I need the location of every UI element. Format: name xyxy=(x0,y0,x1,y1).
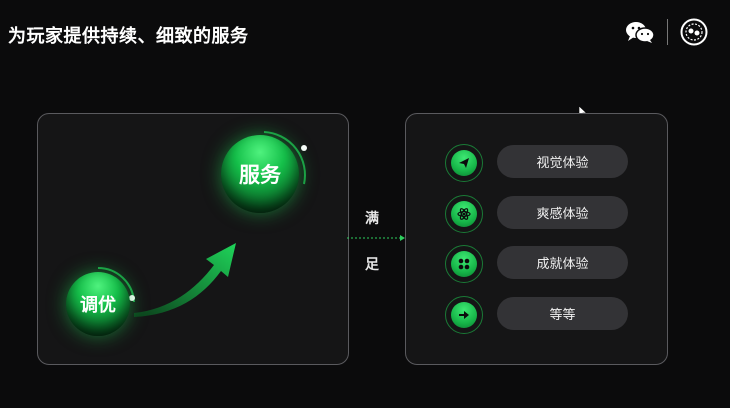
arrow-right-icon xyxy=(451,302,477,328)
connector-label-top: 满 xyxy=(365,211,379,227)
feature-row-achievement: 成就体验 xyxy=(445,245,630,283)
feature-row-visual: 视觉体验 xyxy=(445,144,630,182)
connector-label-bottom: 足 xyxy=(365,257,379,273)
wechat-icon xyxy=(625,20,655,44)
feature-pill-etc: 等等 xyxy=(497,297,628,330)
feature-row-thrill: 爽感体验 xyxy=(445,195,630,233)
feature-pill-visual: 视觉体验 xyxy=(497,145,628,178)
service-bubble: 服务 xyxy=(221,135,299,213)
dotted-connector xyxy=(347,235,405,241)
service-ring xyxy=(263,131,307,185)
logo-icon xyxy=(680,18,708,46)
top-icons xyxy=(625,18,708,46)
feature-pill-thrill: 爽感体验 xyxy=(497,196,628,229)
send-icon xyxy=(451,150,477,176)
feature-pill-achievement: 成就体验 xyxy=(497,246,628,279)
atom-icon xyxy=(451,201,477,227)
tune-ring xyxy=(97,266,135,303)
icon-divider xyxy=(667,19,668,45)
tune-bubble: 调优 xyxy=(66,272,130,336)
feature-row-etc: 等等 xyxy=(445,296,630,334)
grid-icon xyxy=(451,251,477,277)
growth-arrow xyxy=(134,243,236,317)
slide-title: 为玩家提供持续、细致的服务 xyxy=(8,26,249,47)
